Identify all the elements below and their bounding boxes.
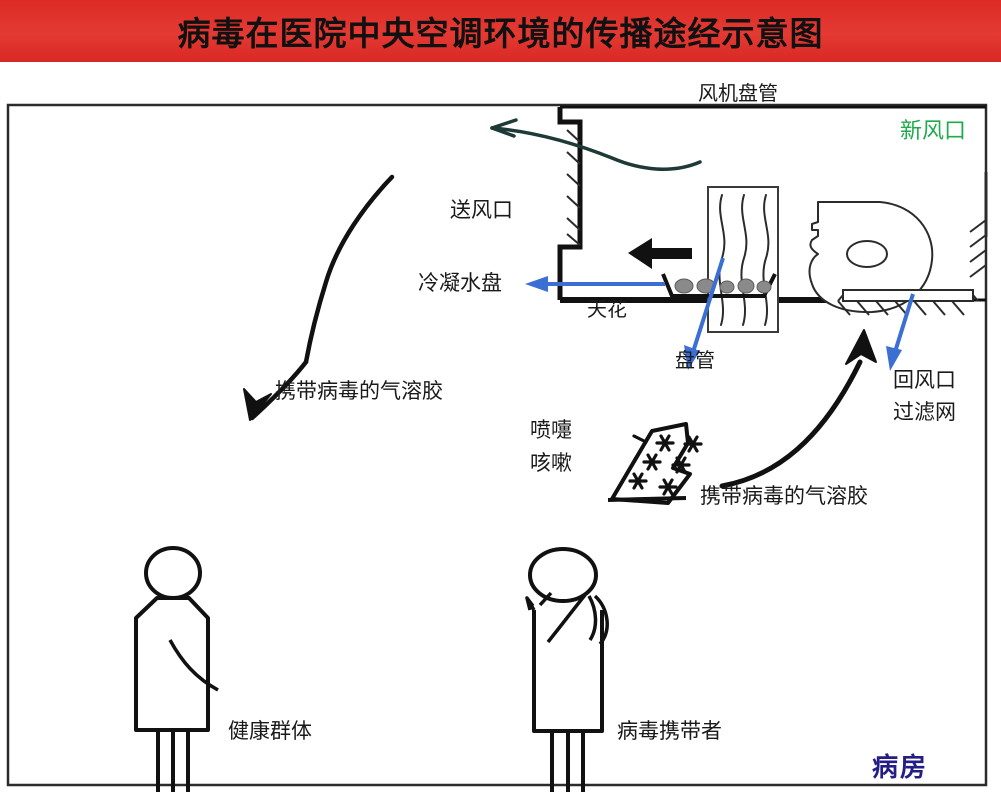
carrier-arm-to-face: [546, 593, 587, 644]
fresh-air-hatching: [969, 219, 987, 278]
healthy-head: [144, 546, 202, 600]
blue-arrow-condensate-pan: [525, 276, 665, 292]
aerosol-left-arrowhead: [243, 388, 272, 421]
supply-vent-hatching: [566, 129, 581, 246]
return-grille-right-lip: [972, 294, 979, 302]
carrier-body: [532, 610, 604, 733]
fan-hub: [846, 240, 888, 268]
label-condensate-pan: 冷凝水盘: [418, 271, 502, 295]
label-virus-carrier: 病毒携带者: [617, 719, 722, 743]
label-return-air-filter-line2: 过滤网: [893, 400, 956, 424]
diagram-canvas: 风机盘管 新风口 送风口 冷凝水盘 天花 盘管 回风口 过滤网 携带病毒的气溶胶…: [0, 62, 1001, 792]
label-coil: 盘管: [675, 350, 715, 372]
blue-arrow-return-filter: [886, 293, 915, 371]
label-ceiling: 天花: [587, 299, 627, 321]
aerosol-path-left-arrow: [249, 174, 395, 421]
person-carrier: [525, 547, 609, 792]
label-return-air-filter-line1: 回风口: [893, 368, 956, 392]
return-filter-hatching: [837, 300, 965, 316]
label-ward: 病房: [872, 753, 929, 782]
schematic-svg: [6, 103, 988, 792]
condensate-pan-dirt: [674, 278, 772, 294]
label-aerosol-right: 携带病毒的气溶胶: [700, 484, 868, 508]
label-aerosol-left: 携带病毒的气溶胶: [275, 379, 443, 403]
return-grille-left-lip: [837, 294, 844, 302]
blue-arrow-coil: [684, 257, 725, 370]
virus-particles: [628, 434, 703, 496]
return-air-grille: [842, 289, 974, 302]
room-frame: [6, 103, 988, 787]
healthy-arm: [168, 639, 219, 692]
supply-duct-wall: [557, 107, 583, 300]
page-title: 病毒在医院中央空调环境的传播途经示意图: [177, 17, 824, 53]
aerosol-right-arrowhead: [845, 329, 877, 365]
aerosol-path-right-arrow: [719, 359, 863, 489]
carrier-neck-line: [538, 591, 553, 607]
carrier-head: [528, 547, 598, 603]
label-fan-coil-unit: 风机盘管: [698, 83, 778, 105]
label-fresh-air-inlet: 新风口: [900, 118, 967, 143]
title-banner: 病毒在医院中央空调环境的传播途经示意图: [0, 0, 1001, 62]
label-supply-air-outlet: 送风口: [450, 198, 513, 222]
airflow-arrow-black: [628, 238, 692, 269]
label-healthy-group: 健康群体: [228, 719, 312, 743]
healthy-body: [134, 596, 210, 732]
carrier-hand: [587, 595, 598, 641]
supply-airflow-arrow-teal: [490, 118, 702, 171]
label-cough: 咳嗽: [530, 451, 572, 475]
label-sneeze: 喷嚏: [530, 418, 572, 442]
person-healthy: [134, 546, 219, 792]
carrier-arm-raised: [593, 594, 609, 646]
aerosol-cloud: [607, 422, 703, 505]
